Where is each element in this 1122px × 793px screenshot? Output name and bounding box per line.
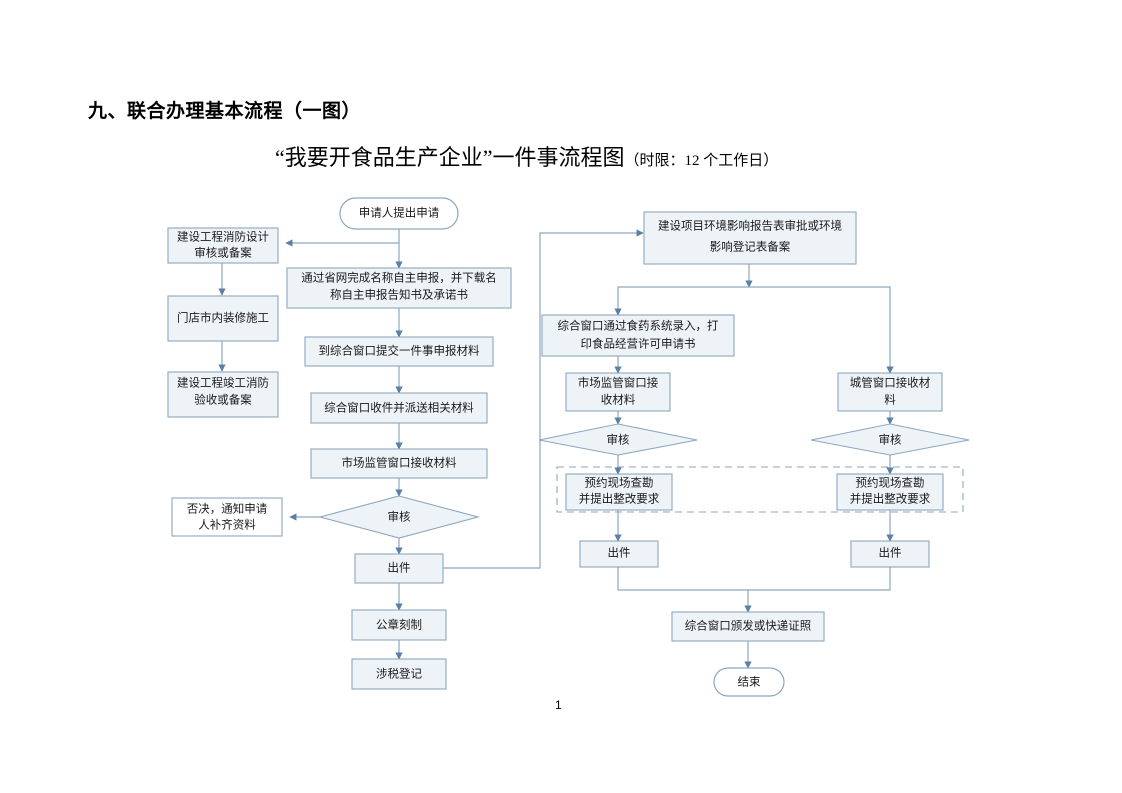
svg-text:收材料: 收材料 (601, 393, 636, 407)
onsite-survey-group-box (556, 466, 964, 513)
node-seal-engraving: 公章刻制 (351, 609, 447, 641)
svg-text:并提出整改要求: 并提出整改要求 (850, 492, 931, 506)
svg-text:市场监管窗口接收材料: 市场监管窗口接收材料 (342, 456, 457, 470)
page-title-main: “我要开食品生产企业”一件事流程图 (275, 145, 625, 170)
node-fire-design: 建设工程消防设计 审核或备案 (167, 227, 279, 264)
svg-text:出件: 出件 (608, 546, 631, 560)
svg-text:市场监管窗口接: 市场监管窗口接 (578, 376, 659, 390)
svg-text:出件: 出件 (879, 546, 902, 560)
svg-text:人补齐资料: 人补齐资料 (198, 518, 256, 532)
edge-out-r2-to-issue (748, 567, 891, 591)
page-title-sub: （时限：12 个工作日） (624, 153, 779, 169)
node-output-right-two: 出件 (850, 540, 930, 568)
svg-text:审核: 审核 (879, 433, 902, 447)
svg-text:建设项目环境影响报告表审批或环境: 建设项目环境影响报告表审批或环境 (658, 219, 842, 233)
svg-text:审核或备案: 审核或备案 (194, 246, 252, 260)
svg-text:涉税登记: 涉税登记 (376, 667, 422, 681)
node-output-center: 出件 (354, 553, 444, 584)
svg-text:门店市内装修施工: 门店市内装修施工 (177, 311, 269, 325)
node-fire-acceptance: 建设工程竣工消防 验收或备案 (167, 371, 279, 418)
svg-text:否决，通知申请: 否决，通知申请 (187, 502, 268, 516)
node-environment-approval: 建设项目环境影响报告表审批或环境 影响登记表备案 (643, 211, 857, 265)
node-review-center: 审核 (317, 495, 481, 539)
node-urban-management-receive: 城管窗口接收材 料 (837, 372, 943, 412)
svg-text:综合窗口收件并派送相关材料: 综合窗口收件并派送相关材料 (324, 401, 474, 415)
edge-out-r1-to-issue (617, 567, 752, 613)
svg-text:预约现场查勘: 预约现场查勘 (856, 476, 925, 490)
svg-text:称自主申报告知书及承诺书: 称自主申报告知书及承诺书 (330, 288, 468, 302)
svg-text:通过省网完成名称自主申报，并下载名: 通过省网完成名称自主申报，并下载名 (301, 271, 497, 285)
svg-text:结束: 结束 (738, 676, 761, 689)
svg-text:建设工程消防设计: 建设工程消防设计 (177, 230, 269, 244)
node-market-window-receive: 市场监管窗口接收材料 (310, 448, 488, 479)
node-onsite-survey-one: 预约现场查勘 并提出整改要求 (565, 473, 673, 511)
svg-text:综合窗口通过食药系统录入，打: 综合窗口通过食药系统录入，打 (558, 319, 719, 333)
edge-env-approve-to-cg-receive (749, 286, 894, 374)
node-submit-materials: 到综合窗口提交一件事申报材料 (304, 336, 494, 367)
node-dispatch-materials: 综合窗口收件并派送相关材料 (310, 392, 488, 424)
edge-out-to-env-approve (443, 229, 644, 569)
node-tax-registration: 涉税登记 (351, 658, 447, 690)
node-start: 申请人提出申请 (339, 197, 459, 230)
svg-text:申请人提出申请: 申请人提出申请 (359, 206, 440, 220)
svg-text:审核: 审核 (607, 433, 630, 447)
node-name-declaration: 通过省网完成名称自主申报，并下载名 称自主申报告知书及承诺书 (286, 267, 512, 309)
node-decoration: 门店市内装修施工 (167, 295, 279, 342)
edge-env-approve-to-food-entry (614, 286, 749, 316)
svg-text:验收或备案: 验收或备案 (194, 393, 252, 407)
svg-text:城管窗口接收材: 城管窗口接收材 (850, 376, 931, 390)
svg-text:出件: 出件 (388, 561, 411, 575)
svg-text:公章刻制: 公章刻制 (376, 618, 422, 632)
svg-text:到综合窗口提交一件事申报材料: 到综合窗口提交一件事申报材料 (319, 344, 480, 358)
node-end: 结束 (713, 667, 785, 697)
node-output-right-one: 出件 (579, 540, 659, 568)
svg-text:料: 料 (884, 393, 896, 407)
section-heading: 九、联合办理基本流程（一图） (88, 101, 362, 122)
svg-text:印食品经营许可申请书: 印食品经营许可申请书 (581, 337, 696, 351)
svg-text:建设工程竣工消防: 建设工程竣工消防 (177, 376, 269, 390)
svg-text:预约现场查勘: 预约现场查勘 (585, 476, 654, 490)
node-review-right-two: 审核 (810, 423, 970, 456)
node-issue-certificate: 综合窗口颁发或快递证照 (671, 611, 825, 642)
svg-text:综合窗口颁发或快递证照: 综合窗口颁发或快递证照 (685, 619, 812, 633)
node-onsite-survey-two: 预约现场查勘 并提出整改要求 (836, 473, 944, 511)
svg-text:影响登记表备案: 影响登记表备案 (710, 240, 791, 254)
svg-text:审核: 审核 (388, 510, 411, 524)
page-number: 1 (555, 698, 562, 712)
node-review-right-one: 审核 (538, 423, 698, 456)
node-market-regulation-receive: 市场监管窗口接 收材料 (565, 372, 671, 412)
page-title: “我要开食品生产企业”一件事流程图（时限：12 个工作日） (275, 140, 778, 172)
svg-text:并提出整改要求: 并提出整改要求 (579, 492, 660, 506)
node-reject: 否决，通知申请 人补齐资料 (171, 497, 283, 537)
node-food-system-entry: 综合窗口通过食药系统录入，打 印食品经营许可申请书 (541, 314, 735, 357)
